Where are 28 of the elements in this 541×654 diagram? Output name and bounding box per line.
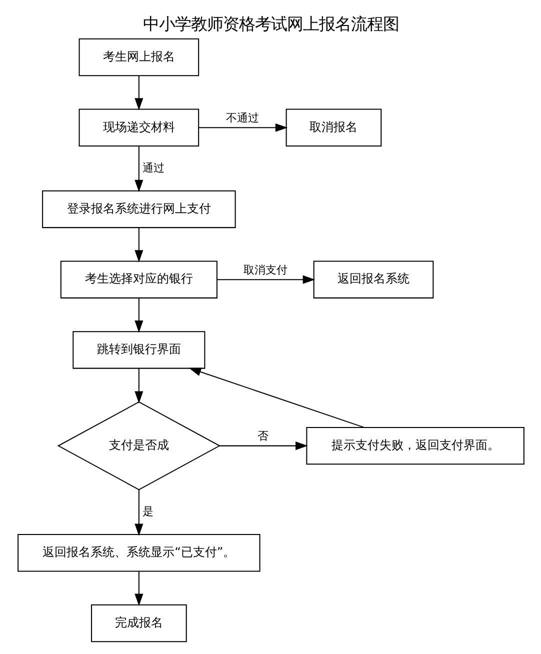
node-box: 跳转到银行界面 <box>72 331 205 369</box>
node-box: 完成报名 <box>90 604 186 642</box>
edge-label: 否 <box>257 429 268 442</box>
arrow <box>216 275 315 284</box>
edge-label: 不通过 <box>225 111 258 124</box>
edge-label: 是 <box>142 504 154 518</box>
arrow <box>134 146 143 192</box>
arrow <box>134 76 143 110</box>
arrow <box>188 368 364 428</box>
arrow <box>134 298 143 333</box>
arrow <box>134 228 143 262</box>
node-box: 提示支付失败，返回支付界面。 <box>306 426 524 465</box>
edge-label: 取消支付 <box>242 263 287 276</box>
node-diamond: 支付是否成 <box>56 401 220 490</box>
node-box: 考生网上报名 <box>78 38 199 76</box>
node-box: 返回报名系统、系统显示“已支付”。 <box>17 534 260 572</box>
node-box: 现场递交材料 <box>78 108 199 146</box>
arrow <box>198 123 288 132</box>
arrow <box>134 368 143 404</box>
edge-label: 通过 <box>142 161 164 174</box>
arrow <box>134 490 143 536</box>
diagram-title: 中小学教师资格考试网上报名流程图 <box>142 14 398 34</box>
node-box: 考生选择对应的银行 <box>60 260 217 298</box>
node-box: 登录报名系统进行网上支付 <box>42 190 236 228</box>
node-box: 取消报名 <box>285 108 382 146</box>
arrow <box>134 572 143 606</box>
node-box: 返回报名系统 <box>312 260 434 298</box>
arrow <box>219 442 308 450</box>
